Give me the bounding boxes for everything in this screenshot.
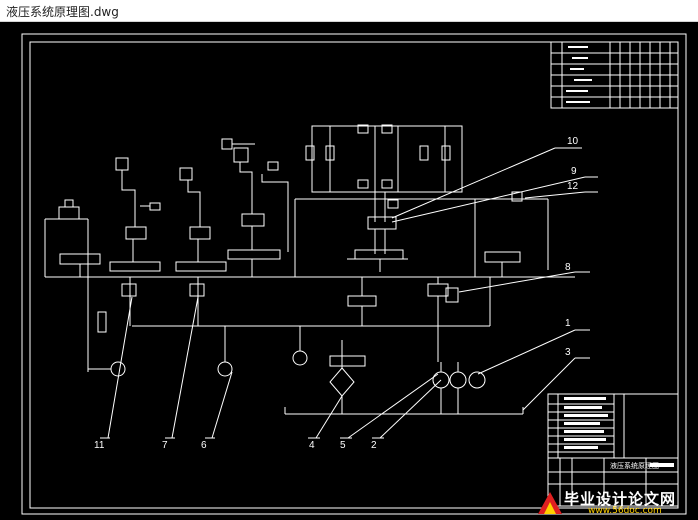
site-watermark: 毕业设计论文网 www.56doc.com	[530, 486, 698, 520]
revision-table	[550, 41, 679, 109]
left-valve-group	[44, 199, 107, 372]
callout-label-8: 8	[565, 262, 571, 273]
callout-label-11: 11	[94, 440, 105, 451]
callout-label-3: 3	[565, 347, 571, 358]
column-3	[221, 138, 289, 277]
callout-label-7: 7	[162, 440, 168, 451]
column-2	[175, 167, 227, 326]
filter-symbol	[329, 367, 355, 397]
title-block-name: 液压系统原理图	[610, 461, 659, 470]
pump-motor-group	[329, 340, 486, 414]
center-valve-stack	[347, 192, 408, 272]
table-text-blocks	[564, 46, 674, 467]
pressure-gauges	[88, 326, 308, 377]
window-title: 液压系统原理图.dwg	[6, 5, 119, 19]
callout-label-2: 2	[371, 440, 377, 451]
callout-label-1: 1	[565, 318, 571, 329]
title-block	[547, 393, 679, 507]
callout-label-10: 10	[567, 136, 579, 147]
column-1	[109, 157, 161, 326]
callout-label-5: 5	[340, 440, 346, 451]
window-title-bar: 液压系统原理图.dwg	[0, 0, 698, 22]
inner-frame	[29, 41, 679, 509]
callout-leaders	[100, 147, 598, 439]
outer-frame	[21, 33, 687, 515]
cylinder-group	[305, 124, 463, 193]
watermark-url: www.56doc.com	[588, 506, 662, 516]
callout-label-4: 4	[309, 440, 315, 451]
cad-drawing-canvas[interactable]: 10 9 12 8 1 3 11 7 6 4 5 2 液压系统原理图	[0, 22, 698, 520]
watermark-text: 毕业设计论文网	[564, 490, 677, 508]
watermark-logo-icon	[538, 492, 562, 514]
reservoir-tank	[284, 407, 524, 415]
hydraulic-schematic: 10 9 12 8 1 3 11 7 6 4 5 2 液压系统原理图	[21, 33, 687, 515]
callout-label-9: 9	[571, 166, 577, 177]
right-valve-group	[347, 191, 523, 362]
callout-label-6: 6	[201, 440, 207, 451]
callout-label-12: 12	[567, 181, 579, 192]
